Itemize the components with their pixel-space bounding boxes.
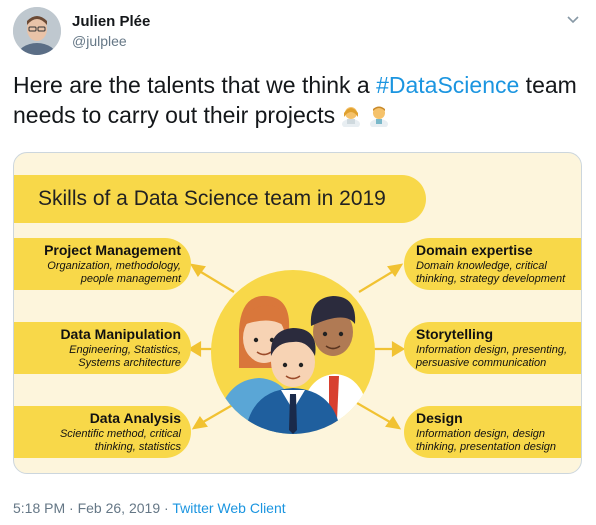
author-avatar[interactable] [13, 7, 61, 55]
skill-data-analysis: Data Analysis Scientific method, critica… [14, 406, 191, 458]
skill-storytelling: Storytelling Information design, present… [404, 322, 581, 374]
skill-desc-line: thinking, statistics [94, 441, 181, 453]
skill-project-management: Project Management Organization, methodo… [14, 238, 191, 290]
skill-desc-line: thinking, strategy development [416, 273, 566, 285]
woman-scientist-emoji-icon [339, 103, 363, 134]
skill-description: Engineering, Statistics,Systems architec… [69, 344, 181, 370]
tweet-meta: 5:18 PM · Feb 26, 2019 · Twitter Web Cli… [13, 500, 286, 516]
hashtag-link[interactable]: #DataScience [376, 72, 520, 98]
skill-title: Domain expertise [416, 242, 533, 258]
skill-desc-line: thinking, presentation design [416, 441, 557, 453]
skill-description: Organization, methodology,people managem… [47, 260, 181, 286]
author-handle[interactable]: @julplee [72, 33, 127, 49]
man-scientist-emoji-icon [367, 103, 391, 134]
skill-desc-line: persuasive communication [416, 357, 547, 369]
skill-domain-expertise: Domain expertise Domain knowledge, criti… [404, 238, 581, 290]
skill-title: Data Manipulation [60, 326, 181, 342]
infographic-title-banner [14, 175, 426, 223]
author-name[interactable]: Julien Plée [72, 13, 151, 30]
infographic-image[interactable]: Skills of a Data Science team in 2019 Pr… [13, 152, 582, 474]
skill-title: Storytelling [416, 326, 494, 342]
infographic-title: Skills of a Data Science team in 2019 [38, 187, 386, 210]
skill-desc-line: Information design, presenting, [416, 344, 568, 356]
skill-desc-line: Information design, design [416, 428, 546, 440]
skill-desc-line: Systems architecture [78, 357, 181, 369]
connector-arrows [187, 263, 406, 430]
tweet-text-part: Here are the talents that we think a [13, 72, 377, 98]
skill-title: Project Management [44, 242, 181, 258]
skill-title: Design [416, 410, 463, 426]
skill-title: Data Analysis [89, 410, 181, 426]
tweet-text: Here are the talents that we think a #Da… [13, 70, 585, 134]
tweet-time[interactable]: 5:18 PM [13, 500, 66, 516]
skill-desc-line: Domain knowledge, critical [416, 260, 547, 272]
skill-desc-line: people management [80, 273, 181, 285]
tweet-date[interactable]: Feb 26, 2019 [77, 500, 161, 516]
chevron-down-icon[interactable] [565, 11, 581, 27]
meta-separator: · [160, 500, 173, 516]
skill-desc-line: Engineering, Statistics, [69, 344, 181, 356]
meta-separator: · [65, 500, 78, 516]
team-illustration [211, 270, 375, 434]
skill-data-manipulation: Data Manipulation Engineering, Statistic… [14, 322, 191, 374]
tweet-client-link[interactable]: Twitter Web Client [172, 500, 286, 516]
skill-desc-line: Organization, methodology, [47, 260, 181, 272]
skill-desc-line: Scientific method, critical [59, 428, 181, 440]
tweet-text-part: team needs to carry out their projects [13, 72, 577, 128]
skill-description: Information design, presenting,persuasiv… [416, 344, 567, 370]
